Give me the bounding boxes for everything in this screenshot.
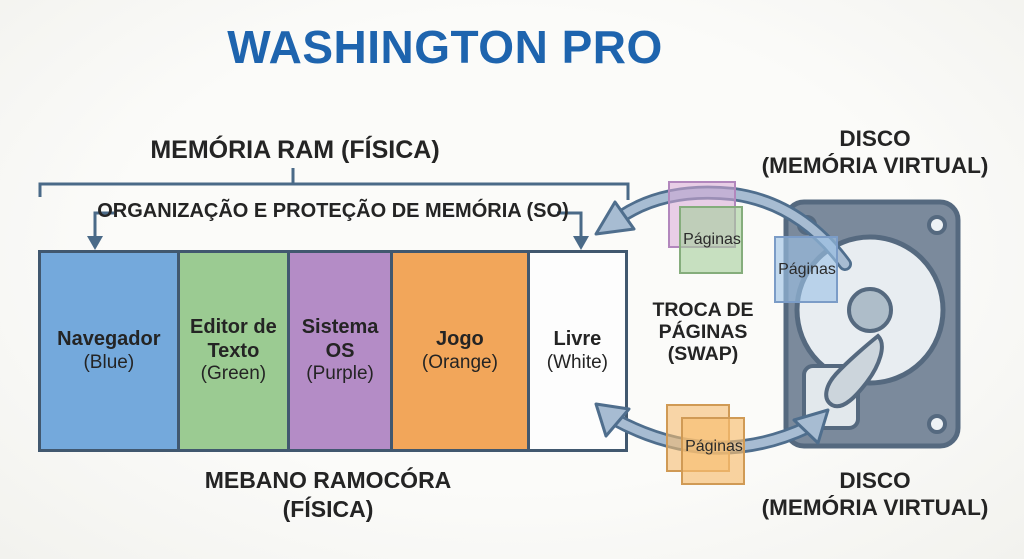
disk-bottom-line-2: (MEMÓRIA VIRTUAL) xyxy=(761,494,989,520)
ram-segment-jogo: Jogo (Orange) xyxy=(390,253,527,449)
disk-footer-bottom: DISCO (MEMÓRIA VIRTUAL) xyxy=(740,468,1010,521)
swap-line-3: (SWAP) xyxy=(667,343,739,366)
disk-header-top: DISCO (MEMÓRIA VIRTUAL) xyxy=(730,126,1020,179)
segment-name: Navegador xyxy=(57,328,161,350)
os-left-arrowhead-icon xyxy=(87,236,103,250)
segment-color-label: (White) xyxy=(546,351,608,373)
ram-footer-line-2: (FÍSICA) xyxy=(282,495,374,522)
segment-color-label: (Green) xyxy=(200,363,267,385)
ram-bracket xyxy=(38,182,630,200)
page-title: WASHINGTON PRO xyxy=(227,21,663,73)
disk-screw-bottom-right xyxy=(927,414,947,434)
disk-screw-top-left xyxy=(797,215,817,235)
segment-color-label: (Orange) xyxy=(421,351,498,373)
ram-segment-navegador: Navegador (Blue) xyxy=(41,253,177,449)
disk-screw-top-right xyxy=(927,215,947,235)
ram-segment-livre: Livre (White) xyxy=(526,253,625,449)
swap-label: TROCA DE PÁGINAS (SWAP) xyxy=(628,299,778,366)
disk-hub xyxy=(847,287,893,333)
os-right-arrowhead-icon xyxy=(573,236,589,250)
ram-box: Navegador (Blue) Editor de Texto (Green)… xyxy=(38,250,628,452)
disk-bottom-line-1: DISCO xyxy=(839,468,911,493)
pages-label-green: Páginas xyxy=(683,231,741,248)
swap-arrow-top-head-icon xyxy=(594,200,636,236)
ram-header: MEMÓRIA RAM (FÍSICA) xyxy=(150,136,440,164)
segment-name: Livre xyxy=(553,328,602,350)
segment-name: Jogo xyxy=(436,328,484,350)
ram-footer-line-1: MEBANO RAMOCÓRA xyxy=(204,467,452,493)
disk-actuator-arm xyxy=(824,333,884,409)
segment-name: Sistema OS xyxy=(301,316,379,362)
segment-color-label: (Purple) xyxy=(306,363,374,385)
swap-line-1: TROCA DE xyxy=(652,299,754,321)
segment-color-label: (Blue) xyxy=(83,351,135,373)
pages-label-orange: Páginas xyxy=(685,438,743,455)
disk-top-line-1: DISCO xyxy=(839,126,911,151)
swap-line-2: PÁGINAS xyxy=(658,321,748,344)
pages-label-blue: Páginas xyxy=(778,261,836,278)
os-organization-label: ORGANIZAÇÃO E PROTEÇÃO DE MEMÓRIA (SO) xyxy=(97,200,569,222)
segment-name: Editor de Texto xyxy=(190,316,277,362)
ram-footer: MEBANO RAMOCÓRA (FÍSICA) xyxy=(128,466,528,524)
ram-segment-editor-de-texto: Editor de Texto (Green) xyxy=(176,253,288,449)
ram-segment-sistema-os: Sistema OS (Purple) xyxy=(287,253,391,449)
disk-top-line-2: (MEMÓRIA VIRTUAL) xyxy=(761,152,989,178)
